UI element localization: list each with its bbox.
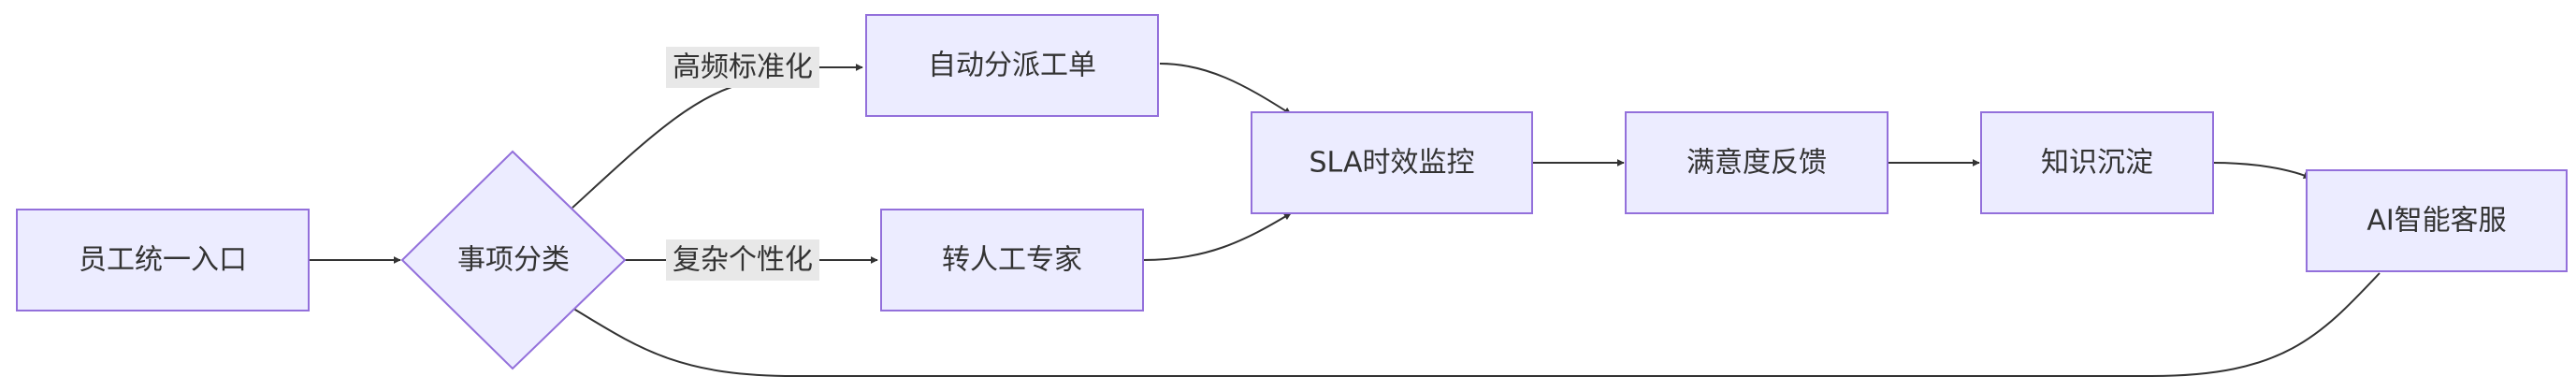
edge-label-high-frequency-text: 高频标准化 — [673, 51, 813, 84]
node-ai-service-label: AI智能客服 — [2366, 205, 2506, 238]
node-ai-service: AI智能客服 — [2306, 169, 2568, 272]
edges — [309, 63, 2381, 377]
node-sla-monitor-label: SLA时效监控 — [1310, 147, 1475, 180]
node-classify-label: 事项分类 — [457, 244, 570, 277]
edge-label-high-frequency: 高频标准化 — [666, 47, 819, 88]
node-classify: 事项分类 — [400, 150, 627, 370]
edge-auto-dispatch-to-sla — [1159, 63, 1292, 115]
node-entry-label: 员工统一入口 — [79, 244, 247, 277]
edge-knowledge-to-ai-service — [2212, 162, 2311, 180]
node-manual-expert: 转人工专家 — [880, 209, 1144, 311]
edge-ai-service-to-classify — [560, 272, 2381, 377]
node-auto-dispatch-label: 自动分派工单 — [928, 50, 1096, 82]
node-sla-monitor: SLA时效监控 — [1251, 111, 1533, 214]
edge-classify-to-auto-dispatch — [572, 64, 863, 209]
node-satisfaction: 满意度反馈 — [1625, 111, 1889, 214]
node-auto-dispatch: 自动分派工单 — [865, 14, 1159, 117]
node-knowledge-label: 知识沉淀 — [2041, 147, 2153, 180]
node-manual-expert-label: 转人工专家 — [942, 244, 1082, 277]
node-satisfaction-label: 满意度反馈 — [1686, 147, 1827, 180]
edge-label-complex: 复杂个性化 — [666, 239, 819, 281]
node-entry: 员工统一入口 — [16, 209, 310, 311]
node-knowledge: 知识沉淀 — [1980, 111, 2214, 214]
edge-label-complex-text: 复杂个性化 — [673, 244, 813, 277]
edge-manual-expert-to-sla — [1142, 212, 1292, 261]
